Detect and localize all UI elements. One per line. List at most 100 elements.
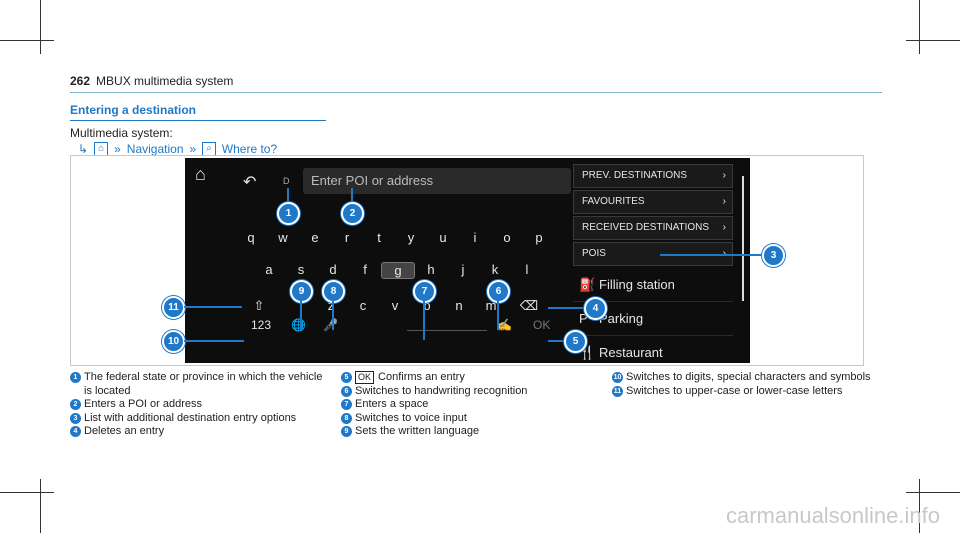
key[interactable]: v [391, 298, 399, 313]
home-icon: ⌂ [94, 142, 109, 156]
callout-11: 11 [162, 296, 185, 319]
key[interactable]: z [327, 298, 335, 313]
backspace-icon[interactable]: ⌫ [519, 298, 539, 313]
key[interactable]: a [265, 262, 273, 277]
key[interactable]: m [485, 298, 497, 313]
key[interactable]: h [427, 262, 435, 277]
crop-mark [919, 0, 920, 54]
microphone-icon[interactable]: 🎤 [323, 318, 338, 332]
callout-3: 3 [762, 244, 785, 267]
back-icon[interactable]: ↶ [243, 174, 257, 191]
key[interactable]: b [423, 298, 431, 313]
search-icon: ⌕ [202, 142, 216, 156]
globe-icon[interactable]: 🌐 [291, 318, 306, 332]
path-navigation: Navigation [126, 142, 184, 156]
crop-mark [0, 492, 54, 493]
callout-2: 2 [341, 202, 364, 225]
section-rule [70, 120, 326, 121]
crop-mark [0, 40, 54, 41]
menu-item[interactable]: PREV. DESTINATIONS› [573, 164, 733, 188]
key[interactable]: q [247, 230, 255, 245]
callout-line [351, 188, 353, 204]
destination-panel: PREV. DESTINATIONS› FAVOURITES› RECEIVED… [573, 164, 733, 363]
crop-mark [40, 479, 41, 533]
callout-line [548, 307, 584, 309]
key[interactable]: d [329, 262, 337, 277]
shift-icon[interactable]: ⇧ [253, 298, 265, 313]
key[interactable]: o [503, 230, 511, 245]
system-label: Multimedia system: [70, 126, 173, 140]
keyboard-row-1: q w e r t y u i o p [235, 230, 555, 245]
poi-item[interactable]: ⛽Filling station [573, 268, 733, 302]
key[interactable]: r [344, 230, 350, 245]
chevron-right-icon: › [722, 196, 726, 207]
key[interactable]: l [525, 262, 529, 277]
key[interactable]: p [535, 230, 543, 245]
crop-mark [40, 0, 41, 54]
page-number: 262 [70, 74, 91, 88]
key[interactable]: c [359, 298, 367, 313]
handwriting-icon[interactable]: ✍ [497, 318, 512, 332]
fuel-icon: ⛽ [579, 277, 596, 292]
callout-line [423, 300, 425, 340]
chevron-right-icon: › [723, 243, 726, 265]
key[interactable]: y [407, 230, 415, 245]
chevron-right-icon: › [722, 222, 726, 233]
callout-4: 4 [584, 297, 607, 320]
space-key[interactable] [407, 330, 487, 331]
scrollbar[interactable] [742, 176, 744, 301]
key[interactable]: e [311, 230, 319, 245]
callout-5: 5 [564, 330, 587, 353]
keyboard-row-2: a s d f g h j k l [253, 262, 543, 279]
poi-item[interactable]: 🍴Restaurant [573, 336, 733, 363]
arrow-icon: ↳ [78, 142, 89, 156]
home-icon[interactable]: ⌂ [195, 164, 206, 184]
crop-mark [906, 492, 960, 493]
key[interactable]: i [473, 230, 477, 245]
callout-line [332, 300, 334, 330]
key[interactable]: s [297, 262, 305, 277]
key[interactable]: u [439, 230, 447, 245]
search-input[interactable]: Enter POI or address [303, 168, 571, 194]
callout-line [184, 306, 242, 308]
key[interactable]: w [278, 230, 288, 245]
double-chevron-icon: » [114, 142, 121, 156]
crop-mark [906, 40, 960, 41]
callout-line [548, 340, 564, 342]
path-where-to: Where to? [221, 142, 278, 156]
numbers-key[interactable]: 123 [251, 318, 272, 332]
key-selected[interactable]: g [381, 262, 415, 279]
key[interactable]: k [491, 262, 499, 277]
callout-line [287, 188, 289, 204]
key[interactable]: j [461, 262, 465, 277]
ok-key[interactable]: OK [533, 318, 551, 332]
menu-item[interactable]: FAVOURITES› [573, 190, 733, 214]
infotainment-screen: ⌂ ↶ D Enter POI or address q w e r t y u… [185, 158, 750, 363]
callout-line [184, 340, 244, 342]
menu-item[interactable]: RECEIVED DESTINATIONS› [573, 216, 733, 240]
key[interactable]: f [363, 262, 367, 277]
callout-line [660, 254, 762, 256]
keyboard-row-3: ⇧ z c v b n m ⌫ [243, 298, 545, 314]
callout-10: 10 [162, 330, 185, 353]
header-rule [70, 92, 882, 93]
double-chevron-icon: » [189, 142, 197, 156]
key[interactable]: t [377, 230, 381, 245]
key[interactable]: n [455, 298, 463, 313]
watermark: carmanualsonline.info [725, 503, 940, 528]
